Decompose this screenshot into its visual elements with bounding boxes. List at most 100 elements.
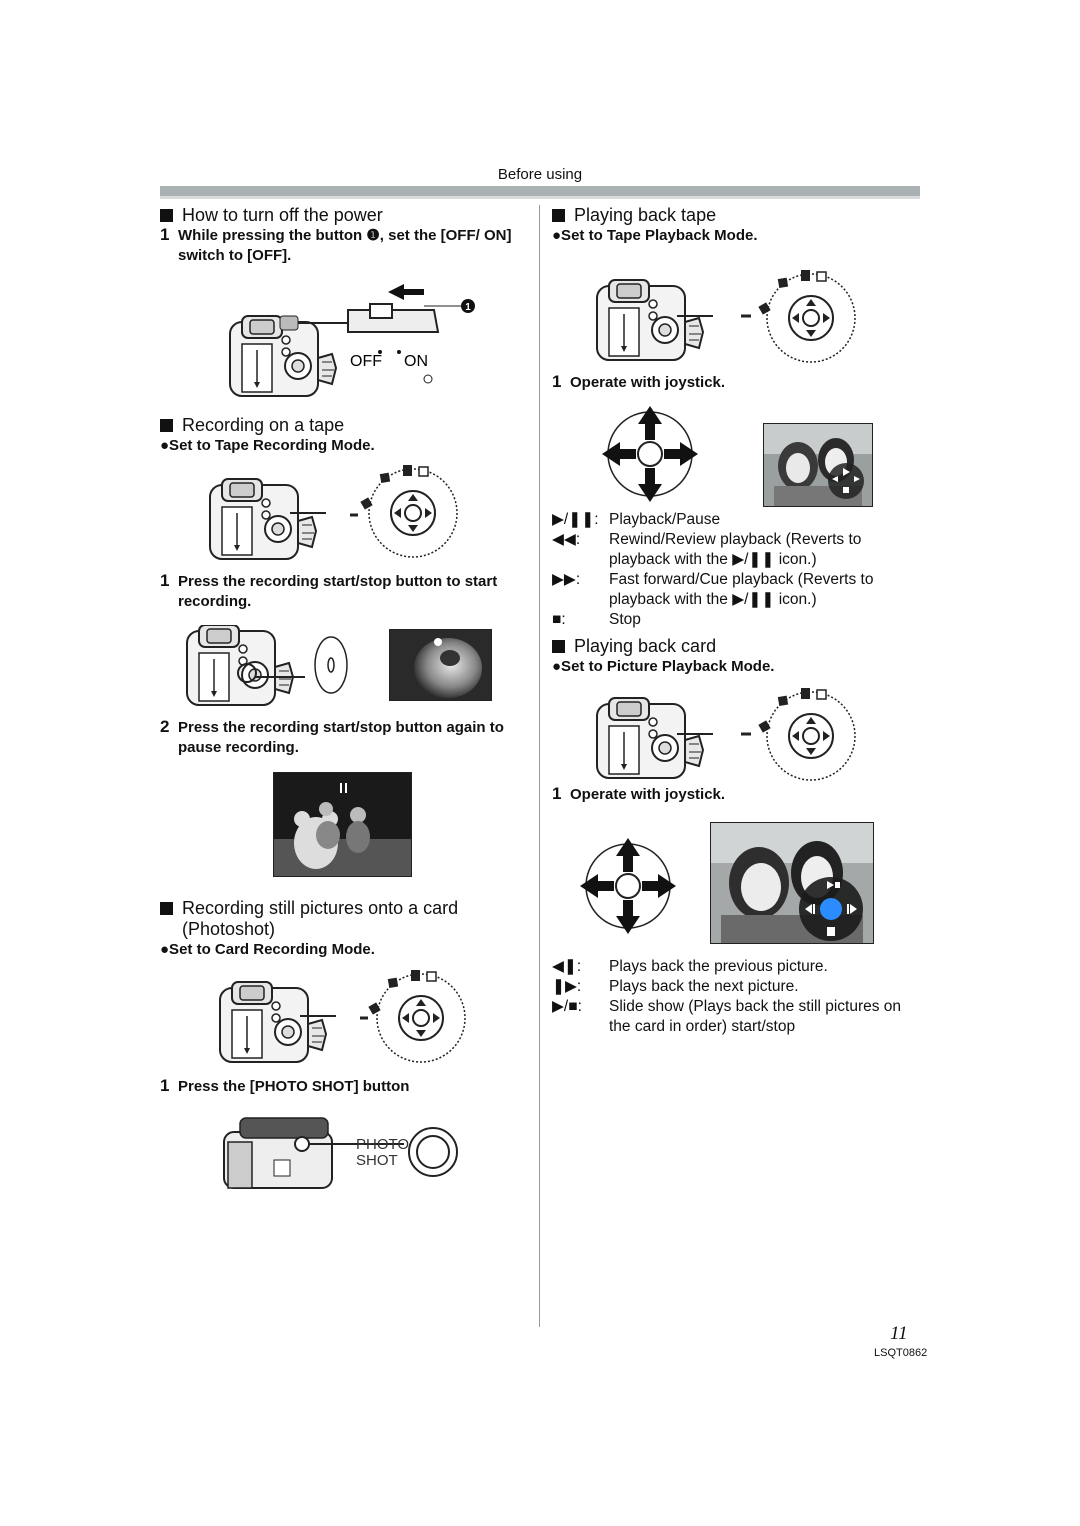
- play-card-legend: ◀❚: Plays back the previous picture. ❚▶: P…: [552, 957, 922, 1037]
- heading-square-icon: [552, 209, 565, 222]
- card-rec-mode-illustration: [219, 970, 466, 1063]
- record-button-closeup: [314, 636, 348, 694]
- callout-marker: [461, 299, 475, 313]
- mode-dial-illustration: [367, 970, 466, 1063]
- legend-desc: Rewind/Review playback (Reverts to playb…: [609, 531, 862, 568]
- photo-shot-label-2: SHOT: [356, 1152, 398, 1169]
- step-number: 1: [160, 1076, 170, 1095]
- camcorder-illustration: [596, 697, 704, 779]
- step-text: Press the recording start/stop button to…: [178, 573, 498, 610]
- step-number: 1: [160, 225, 170, 244]
- rec-card-title: Recording still pictures onto a card (Ph…: [182, 898, 459, 939]
- tape-rec-mode-illustration: [209, 465, 458, 560]
- play-card-title: Playing back card: [574, 636, 717, 656]
- selected-center-icon: [820, 898, 842, 920]
- document-code: LSQT0862: [874, 1347, 928, 1359]
- legend-desc: Plays back the previous picture.: [609, 958, 828, 975]
- legend-desc: Playback/Pause: [609, 511, 721, 528]
- slide-arrow-icon: [388, 284, 424, 300]
- camcorder-illustration: [186, 625, 294, 706]
- legend-desc: Plays back the next picture.: [609, 978, 799, 995]
- play-tape-step: 1 Operate with joystick.: [552, 372, 726, 393]
- previous-picture-icon: ◀❚:: [552, 958, 582, 975]
- step-text: Operate with joystick.: [570, 786, 726, 803]
- trash-icon: [827, 927, 835, 936]
- joystick-icon: [601, 406, 699, 502]
- legend-desc: Slide show (Plays back the still picture…: [609, 998, 902, 1035]
- heading-square-icon: [552, 640, 565, 653]
- column-divider: [539, 205, 540, 1327]
- step-number: 1: [552, 372, 562, 391]
- play-tape-title: Playing back tape: [574, 205, 717, 225]
- play-tape-heading: Playing back tape: [552, 205, 716, 226]
- rec-tape-heading: Recording on a tape: [160, 415, 344, 436]
- step-text: While pressing the button ❶, set the [OF…: [178, 227, 512, 264]
- pause-icon: [340, 783, 342, 793]
- step-number: 1: [160, 571, 170, 590]
- start-button-illustration: [186, 625, 348, 706]
- header-rule: [160, 186, 920, 196]
- joystick-card-illustration: [579, 838, 677, 934]
- joystick-tape-illustration: [601, 406, 699, 502]
- photo-shot-illustration: PHOTO SHOT: [223, 1117, 458, 1189]
- play-card-step: 1 Operate with joystick.: [552, 784, 726, 805]
- slideshow-icon: ▶/■:: [552, 998, 582, 1015]
- camcorder-illustration: [209, 478, 317, 560]
- power-title: How to turn off the power: [182, 205, 383, 225]
- mode-dial-illustration: [757, 688, 856, 781]
- switch-on-label: ON: [404, 353, 428, 370]
- rec-card-heading: Recording still pictures onto a card (Ph…: [160, 898, 530, 940]
- legend-desc: Fast forward/Cue playback (Reverts to pl…: [609, 571, 874, 608]
- step-text: Press the recording start/stop button ag…: [178, 719, 504, 756]
- switch-off-label: OFF: [350, 353, 382, 370]
- section-header: Before using: [497, 166, 583, 183]
- joystick-overlay-icon: [828, 463, 864, 499]
- play-card-mode: ●Set to Picture Playback Mode.: [552, 658, 775, 675]
- legend-row-slideshow: ▶/■: Slide show (Plays back the still pic…: [552, 997, 922, 1037]
- card-play-mode-illustration: [596, 688, 856, 781]
- mode-dial-illustration: [359, 465, 458, 558]
- step-text: Operate with joystick.: [570, 374, 726, 391]
- header-rule-light: [160, 196, 920, 199]
- fast-forward-icon: ▶▶:: [552, 571, 581, 588]
- power-switch-illustration: 1 OFF ON: [229, 284, 475, 397]
- tape-play-mode-illustration: [596, 270, 856, 363]
- legend-row-play-pause: ▶/❚❚: Playback/Pause: [552, 510, 922, 530]
- play-card-heading: Playing back card: [552, 636, 716, 657]
- rec-card-step: 1 Press the [PHOTO SHOT] button: [160, 1076, 410, 1097]
- next-picture-icon: ❚▶:: [552, 978, 582, 995]
- step-number: 2: [160, 717, 170, 736]
- heading-square-icon: [160, 419, 173, 432]
- rec-tape-mode: ●Set to Tape Recording Mode.: [160, 437, 375, 454]
- rec-tape-title: Recording on a tape: [182, 415, 345, 435]
- legend-row-stop: ■: Stop: [552, 610, 922, 630]
- mode-dial-illustration: [757, 270, 856, 363]
- stop-icon: ■:: [552, 611, 566, 628]
- step-text: Press the [PHOTO SHOT] button: [178, 1078, 410, 1095]
- heading-square-icon: [160, 902, 173, 915]
- power-step: 1 While pressing the button ❶, set the […: [160, 225, 524, 266]
- rewind-icon: ◀◀:: [552, 531, 581, 548]
- indicator-lamp: [423, 374, 433, 384]
- heading-square-icon: [160, 209, 173, 222]
- legend-row-previous: ◀❚: Plays back the previous picture.: [552, 957, 922, 977]
- camcorder-illustration: [219, 981, 327, 1063]
- card-playback-photo: [710, 822, 874, 944]
- step-number: 1: [552, 784, 562, 803]
- joystick-icon: [579, 838, 677, 934]
- legend-row-rewind: ◀◀: Rewind/Review playback (Reverts to pl…: [552, 530, 922, 570]
- camcorder-illustration: [596, 279, 704, 361]
- rec-card-mode: ●Set to Card Recording Mode.: [160, 941, 375, 958]
- callout-number: 1: [465, 302, 471, 313]
- power-heading: How to turn off the power: [160, 205, 383, 226]
- page-number: 11: [890, 1323, 908, 1344]
- lion-photo: [389, 629, 492, 701]
- legend-desc: Stop: [609, 611, 641, 628]
- rec-tape-step-2: 2 Press the recording start/stop button …: [160, 717, 530, 758]
- play-pause-icon: ▶/❚❚:: [552, 511, 599, 528]
- legend-row-fast-forward: ▶▶: Fast forward/Cue playback (Reverts to…: [552, 570, 922, 610]
- legend-row-next: ❚▶: Plays back the next picture.: [552, 977, 922, 997]
- photo-shot-label-1: PHOTO: [356, 1136, 409, 1153]
- power-button-highlight: [279, 315, 299, 331]
- teddy-bear-photo: [273, 772, 412, 877]
